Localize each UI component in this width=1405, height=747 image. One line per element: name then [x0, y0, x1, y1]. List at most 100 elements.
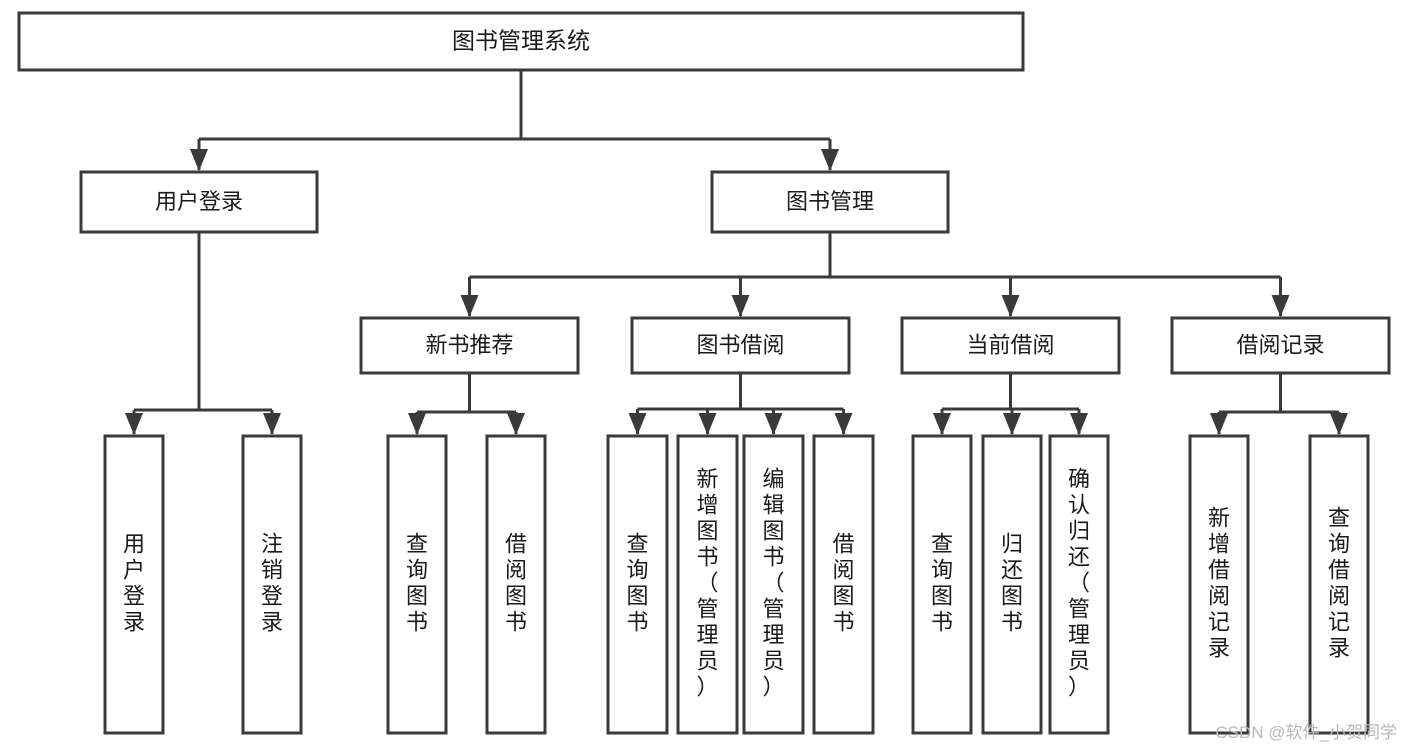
node-label-char: 借 — [505, 531, 527, 556]
arrow-head-icon — [1001, 295, 1020, 317]
arrow-head-icon — [507, 413, 525, 435]
node-leaf-2[interactable]: 查询图书查询图书 — [386, 434, 448, 735]
node-label-char: 查 — [931, 531, 953, 556]
arrow-head-icon — [1003, 413, 1021, 435]
node-level3-0[interactable]: 新书推荐 — [359, 316, 580, 375]
node-label-char: 图 — [931, 583, 953, 608]
node-label-char: 增 — [696, 492, 718, 517]
node-label-char: 阅 — [505, 557, 527, 582]
node-label-char: 阅 — [1208, 583, 1230, 608]
node-label-char: 管 — [762, 596, 784, 621]
node-leaf-11[interactable]: 新增借阅记录新增借阅记录 — [1188, 434, 1250, 735]
node-label-char: 新 — [696, 466, 718, 491]
node-leaf-7[interactable]: 借阅图书借阅图书 — [812, 434, 875, 735]
node-label-char: ） — [762, 674, 784, 699]
arrow-head-icon — [125, 413, 143, 435]
node-leaf-3[interactable]: 借阅图书借阅图书 — [485, 434, 547, 735]
node-box[interactable] — [1188, 434, 1250, 735]
node-label-char: 登 — [261, 583, 283, 608]
arrow-head-icon — [628, 413, 647, 435]
arrow-head-icon — [190, 149, 208, 171]
node-label-char: 注 — [261, 531, 283, 556]
node-label-char: 图 — [1001, 583, 1023, 608]
node-box[interactable] — [241, 434, 303, 735]
node-box[interactable] — [1308, 434, 1370, 735]
arrow-head-icon — [764, 413, 783, 435]
node-box[interactable] — [103, 434, 165, 735]
node-box[interactable] — [386, 434, 448, 735]
node-box[interactable] — [79, 170, 319, 234]
node-box[interactable] — [710, 170, 950, 234]
node-label-char: 阅 — [1328, 583, 1350, 608]
node-label-char: 阅 — [832, 557, 854, 582]
connectors-layer — [125, 70, 1348, 435]
node-box[interactable] — [17, 11, 1025, 72]
node-label-char: 图 — [406, 583, 428, 608]
node-label-char: 图 — [505, 583, 527, 608]
node-label: 借阅记录 — [1236, 332, 1324, 357]
node-label-char: 员 — [762, 648, 784, 673]
node-label-char: 辑 — [762, 492, 784, 517]
node-label-char: 书 — [696, 544, 718, 569]
node-box[interactable] — [485, 434, 547, 735]
node-label-char: 理 — [696, 622, 718, 647]
node-box[interactable] — [812, 434, 875, 735]
arrow-head-icon — [698, 413, 717, 435]
node-label-char: 图 — [832, 583, 854, 608]
node-leaf-8[interactable]: 查询图书查询图书 — [911, 434, 973, 735]
node-label: 图书管理系统 — [452, 28, 590, 54]
arrow-head-icon — [263, 413, 281, 435]
node-label-char: （ — [696, 570, 718, 595]
node-box[interactable] — [1170, 316, 1391, 375]
node-box[interactable] — [676, 434, 739, 735]
node-box[interactable] — [742, 434, 805, 735]
node-label: 图书管理 — [786, 189, 874, 214]
node-label-char: （ — [1068, 570, 1090, 595]
node-box[interactable] — [630, 316, 851, 375]
node-label-char: 确 — [1068, 466, 1090, 491]
node-box[interactable] — [1048, 434, 1110, 735]
node-level3-2[interactable]: 当前借阅 — [900, 316, 1121, 375]
node-label-char: 登 — [123, 583, 145, 608]
node-label-char: 查 — [406, 531, 428, 556]
node-label-char: 录 — [123, 609, 145, 634]
node-label-char: 理 — [762, 622, 784, 647]
arrow-head-icon — [1210, 413, 1228, 435]
node-level2-1[interactable]: 图书管理 — [710, 170, 950, 234]
node-leaf-1[interactable]: 注销登录注销登录 — [241, 434, 303, 735]
node-box[interactable] — [911, 434, 973, 735]
node-level3-1[interactable]: 图书借阅 — [630, 316, 851, 375]
node-leaf-12[interactable]: 查询借阅记录查询借阅记录 — [1308, 434, 1370, 735]
node-label-char: 销 — [261, 557, 283, 582]
node-box[interactable] — [900, 316, 1121, 375]
node-label-char: 编 — [762, 466, 784, 491]
node-label-char: 增 — [1208, 531, 1230, 556]
node-level2-0[interactable]: 用户登录 — [79, 170, 319, 234]
node-label-char: 借 — [1208, 557, 1230, 582]
node-label-char: 询 — [931, 557, 953, 582]
node-box[interactable] — [359, 316, 580, 375]
node-label-char: 询 — [1328, 531, 1350, 556]
node-leaf-0[interactable]: 用户登录用户登录 — [103, 434, 165, 735]
nodes-layer: 图书管理系统用户登录图书管理新书推荐图书借阅当前借阅借阅记录用户登录用户登录注销… — [17, 11, 1391, 735]
node-box[interactable] — [606, 434, 669, 735]
node-label-char: 员 — [696, 648, 718, 673]
node-label-char: 借 — [832, 531, 854, 556]
node-root[interactable]: 图书管理系统 — [17, 11, 1025, 72]
arrow-head-icon — [731, 295, 750, 317]
node-label-char: 书 — [626, 609, 648, 634]
arrow-head-icon — [933, 413, 951, 435]
node-level3-3[interactable]: 借阅记录 — [1170, 316, 1391, 375]
node-label: 当前借阅 — [966, 332, 1054, 357]
node-label-char: 录 — [1208, 635, 1230, 660]
node-box[interactable] — [981, 434, 1043, 735]
node-leaf-9[interactable]: 归还图书归还图书 — [981, 434, 1043, 735]
node-label-char: 归 — [1001, 531, 1023, 556]
arrow-head-icon — [408, 413, 426, 435]
node-leaf-4[interactable]: 查询图书查询图书 — [606, 434, 669, 735]
node-label-char: 管 — [696, 596, 718, 621]
